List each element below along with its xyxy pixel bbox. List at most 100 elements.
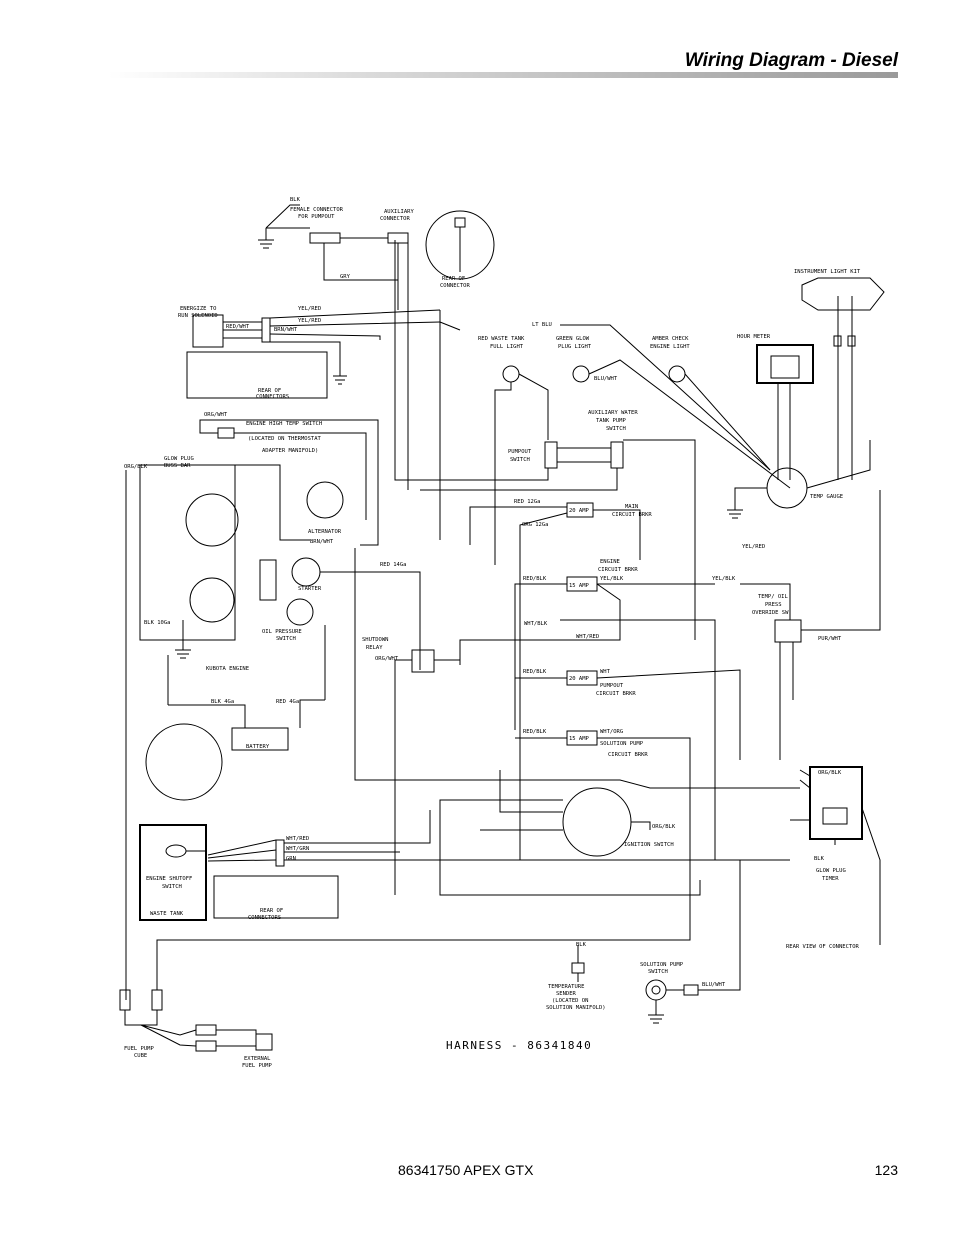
glow-plug-timer	[809, 766, 863, 840]
connector-label: CONNECTOR	[380, 216, 410, 222]
aux-water-label-2: TANK PUMP	[596, 418, 626, 424]
wire-label-red-blk-2: RED/BLK	[523, 669, 547, 675]
wire-label-blk-timer: BLK	[814, 856, 825, 862]
rear-view-connector-label: REAR VIEW OF CONNECTOR	[786, 944, 860, 950]
wire-label-org-blk: ORG/BLK	[124, 464, 148, 470]
fuel-connector-left	[119, 989, 131, 1011]
pumpout-switch	[544, 441, 558, 469]
wire-label-blk-top: BLK	[290, 197, 301, 203]
alternator-label: ALTERNATOR	[308, 529, 342, 535]
battery-label: BATTERY	[246, 744, 270, 750]
wire-label-pur-wht: PUR/WHT	[818, 636, 842, 642]
pumpout-cb-amp: 20 AMP	[569, 676, 590, 682]
instrument-light-kit	[801, 277, 885, 311]
engine-cb-label-2: CIRCUIT BRKR	[598, 567, 638, 573]
temp-sender-label-2: SENDER	[556, 991, 577, 997]
wire-label-org-12: ORG 12Ga	[522, 522, 549, 528]
engine-high-temp-label-1: ENGINE HIGH TEMP SWITCH	[246, 421, 322, 427]
glow-plug-timer-label-1: GLOW PLUG	[816, 868, 846, 874]
temp-oil-label-3: OVERRIDE SW	[752, 610, 789, 616]
shutdown-relay-label-2: RELAY	[366, 645, 383, 651]
red-waste-tank-light	[502, 365, 520, 383]
wire-label-org-wht: ORG/WHT	[375, 656, 399, 662]
rear-of-connector-circle	[425, 210, 495, 280]
temp-oil-label-2: PRESS	[765, 602, 782, 608]
page-title: Wiring Diagram - Diesel	[684, 50, 898, 71]
solution-pump-cb-label-2: CIRCUIT BRKR	[608, 752, 648, 758]
wire-label-red-4: RED 4Ga	[276, 699, 299, 705]
wire-label-yel-red-3: YEL/RED	[742, 544, 765, 550]
solution-pump-switch	[645, 979, 667, 1001]
temp-sender-label-3: (LOCATED ON	[552, 998, 588, 1004]
kubota-engine-label: KUBOTA ENGINE	[206, 666, 249, 672]
wire-label-gry-wht: ORG/WHT	[204, 412, 228, 418]
ignition-switch	[562, 787, 632, 857]
wire-label-blu-wht-2: BLU/WHT	[702, 982, 726, 988]
external-fuel-label-2: FUEL PUMP	[242, 1063, 272, 1069]
battery	[231, 727, 289, 751]
oil-pressure-switch	[286, 598, 314, 626]
engine-high-temp-switch	[217, 427, 235, 439]
female-connector-label: FEMALE CONNECTOR	[290, 207, 344, 213]
external-fuel-pump	[255, 1033, 273, 1051]
temp-sender-label-1: TEMPERATURE	[548, 984, 584, 990]
engine-cb-amp: 15 AMP	[569, 583, 590, 589]
wire-label-yel-red-2: YEL/RED	[298, 318, 321, 324]
main-cb-label-2: CIRCUIT BRKR	[612, 512, 652, 518]
glow-plug-timer-label-2: TIMER	[822, 876, 839, 882]
wire-label-red-wht: RED/WHT	[226, 324, 250, 330]
main-cb-amp: 20 AMP	[569, 508, 590, 514]
aux-water-label-3: SWITCH	[606, 426, 626, 432]
hour-meter	[756, 344, 814, 384]
wire-label-blk-4: BLK 4Ga	[211, 699, 234, 705]
wire-label-brn-wht-2: BRN/WHT	[310, 539, 334, 545]
wire-label-wht-red: WHT/RED	[576, 634, 599, 640]
glow-plug-buss-label-1: GLOW PLUG	[164, 456, 194, 462]
wire-label-blk-10: BLK 10Ga	[144, 620, 171, 626]
wire-label-wht-org: WHT/ORG	[600, 729, 623, 735]
kubota-engine	[139, 464, 236, 641]
temperature-sender	[571, 962, 585, 974]
connector-label-top: CONNECTOR	[440, 283, 470, 289]
engine-shutoff-label-1: ENGINE SHUTOFF	[146, 876, 192, 882]
wire-label-wht: WHT	[600, 669, 611, 675]
energize-to-run-solenoid	[192, 314, 224, 348]
wire-label-wht-blk: WHT/BLK	[524, 621, 548, 627]
float-switch-inset	[145, 723, 223, 801]
wire-label-red-120: RED 12Ga	[514, 499, 541, 505]
temp-oil-override-switch	[774, 619, 802, 643]
wire-label-grn: GRN	[286, 856, 296, 862]
energize-label-2: RUN SOLENOID	[178, 313, 218, 319]
wire-label-red-blk-3: RED/BLK	[523, 729, 547, 735]
wire-label-blu-wht: BLU/WHT	[594, 376, 618, 382]
auxiliary-label: AUXILIARY	[384, 209, 414, 215]
pumpout-connector	[309, 232, 341, 244]
shutdown-relay-label-1: SHUTDOWN	[362, 637, 389, 643]
fuel-pump-label-1: FUEL PUMP	[124, 1046, 154, 1052]
wire-label-yel-blk: YEL/BLK	[600, 576, 624, 582]
fuel-pump-label-2: CUBE	[134, 1053, 147, 1059]
green-glow-plug-light	[572, 365, 590, 383]
temp-gauge-label: TEMP GAUGE	[810, 494, 843, 500]
pumpout-switch-label-2: SWITCH	[510, 457, 530, 463]
temp-gauge	[766, 467, 808, 509]
red-waste-label-2: FULL LIGHT	[490, 344, 524, 350]
main-cb-label-1: MAIN	[625, 504, 638, 510]
starter-label: STARTER	[298, 586, 322, 592]
wire-label-blk-bottom: BLK	[576, 942, 587, 948]
solution-pump-switch-label-2: SWITCH	[648, 969, 668, 975]
pumpout-switch-label-1: PUMPOUT	[508, 449, 532, 455]
alternator	[306, 481, 344, 519]
temp-sender-label-4: SOLUTION MANIFOLD)	[546, 1005, 606, 1011]
connectors-inset	[186, 351, 328, 399]
solution-pump-cb-amp: 15 AMP	[569, 736, 590, 742]
engine-shutoff-label-2: SWITCH	[162, 884, 182, 890]
harness-label: HARNESS - 86341840	[446, 1039, 592, 1052]
header-rule	[108, 72, 898, 78]
green-glow-label-2: PLUG LIGHT	[558, 344, 592, 350]
for-pumpout-label: FOR PUMPOUT	[298, 214, 335, 220]
pumpout-cb-label-1: PUMPOUT	[600, 683, 624, 689]
shutdown-relay	[411, 649, 435, 673]
green-glow-label-1: GREEN GLOW	[556, 336, 590, 342]
